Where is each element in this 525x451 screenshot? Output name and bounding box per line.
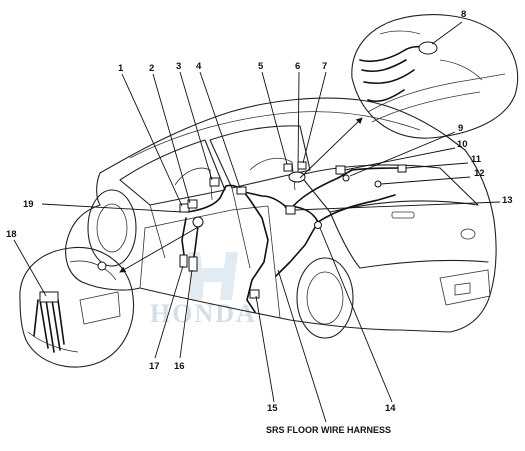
callout-9: 9 <box>458 123 463 134</box>
inset-connector-8 <box>418 41 438 55</box>
srs-floor-wire-harness <box>181 167 401 313</box>
callout-17: 17 <box>149 361 160 372</box>
connector-10 <box>335 165 346 175</box>
callout-labels: 1 2 3 4 5 6 7 8 9 10 11 12 13 14 15 16 1… <box>6 9 513 435</box>
inset-connector-18 <box>39 291 59 303</box>
callout-3: 3 <box>176 61 181 72</box>
watermark-text: HONDA <box>150 299 257 328</box>
callout-4: 4 <box>196 61 202 72</box>
sensor-17 <box>179 254 188 268</box>
callout-5: 5 <box>258 61 264 72</box>
callout-15: 15 <box>267 403 278 414</box>
callout-6: 6 <box>295 61 300 72</box>
connector-6 <box>288 171 306 183</box>
detail-inset-right <box>351 14 519 139</box>
watermark-logo: HONDA <box>150 252 257 328</box>
callout-14: 14 <box>385 403 396 414</box>
sensor-16 <box>188 256 198 272</box>
callout-1: 1 <box>118 63 124 74</box>
connector-15 <box>249 289 260 299</box>
callout-2: 2 <box>149 63 154 74</box>
callout-11: 11 <box>471 154 482 165</box>
callout-10: 10 <box>457 139 468 150</box>
callout-16: 16 <box>174 361 185 372</box>
leader-lines <box>13 21 501 423</box>
connector-13 <box>285 205 296 215</box>
harness-caption: SRS FLOOR WIRE HARNESS <box>266 425 391 435</box>
callout-13: 13 <box>502 195 513 206</box>
callout-7: 7 <box>322 61 327 72</box>
callout-12: 12 <box>474 168 485 179</box>
callout-18: 18 <box>6 229 17 240</box>
callout-19: 19 <box>23 199 34 210</box>
connector-11 <box>397 164 407 173</box>
inset-arrows <box>119 117 363 273</box>
callout-8: 8 <box>461 9 466 20</box>
connector-2 <box>187 199 198 209</box>
connector-9 <box>342 174 350 182</box>
connector-4 <box>236 186 247 195</box>
ground-bolt <box>192 216 204 228</box>
connector-3 <box>209 177 220 187</box>
car-body <box>65 97 497 339</box>
connector-14 <box>314 221 322 229</box>
connector-12 <box>374 180 382 188</box>
harness-connectors <box>179 161 407 299</box>
connector-7 <box>297 161 307 170</box>
detail-inset-left <box>19 246 135 368</box>
connector-5 <box>283 163 293 172</box>
